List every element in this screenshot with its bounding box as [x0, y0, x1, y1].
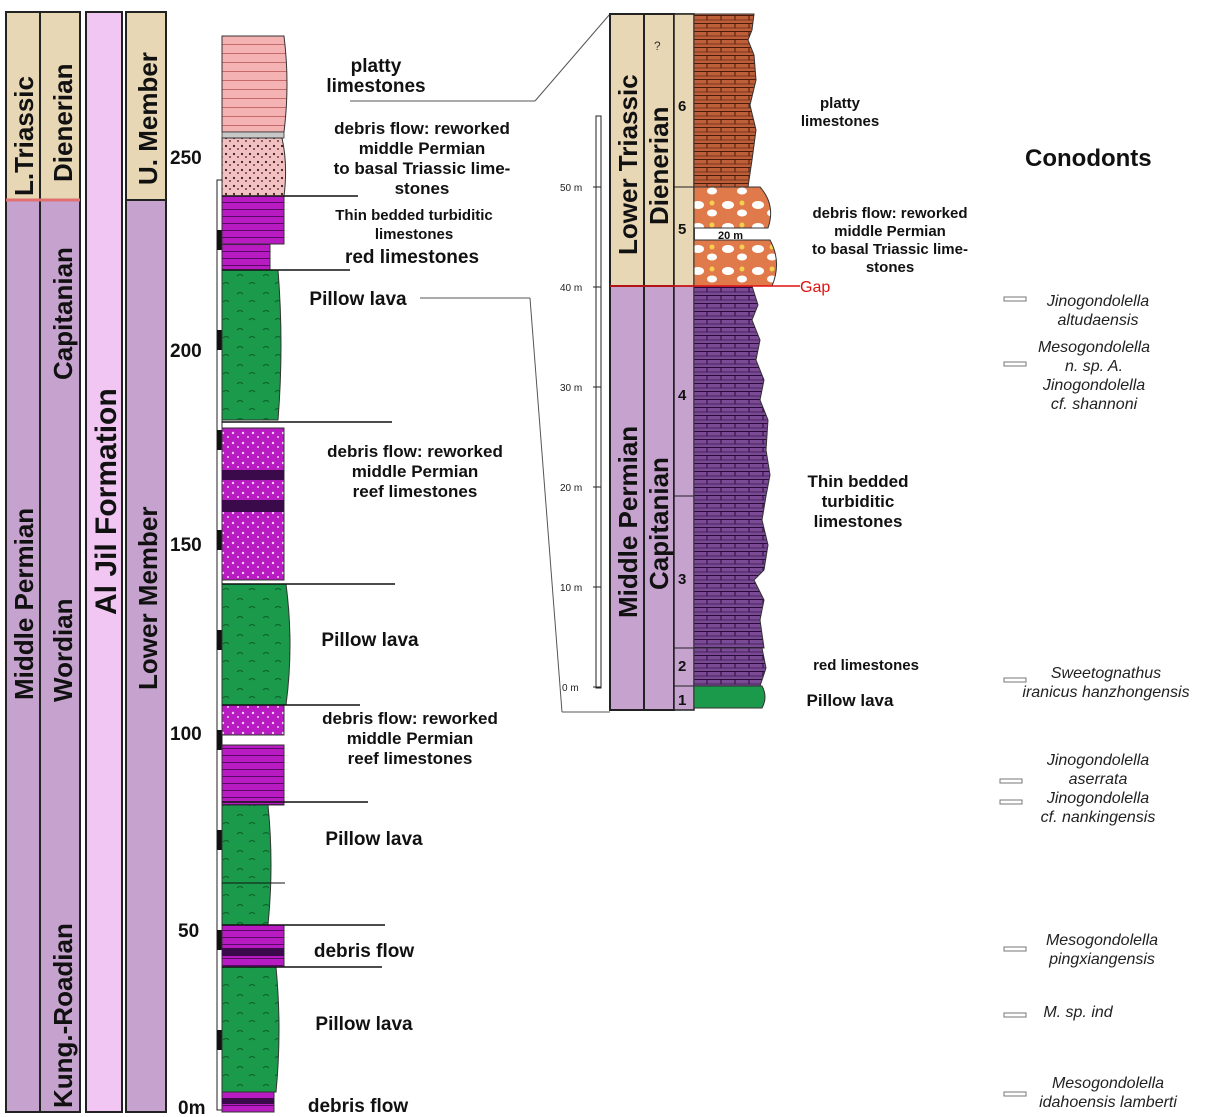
left-label-red: red limestones — [345, 247, 479, 268]
conodont-icon — [1003, 946, 1027, 952]
left-label-pillow-4: Pillow lava — [315, 1014, 413, 1035]
right-tick-40: 40 m — [560, 283, 582, 294]
left-label-pillow-3: Pillow lava — [325, 829, 423, 850]
system-band-triassic — [5, 11, 41, 201]
stage-band-permian — [39, 199, 81, 1113]
query-mark: ? — [654, 39, 661, 53]
conodont-icon — [1003, 1012, 1027, 1018]
left-label-debris-flow-2: debris flow — [308, 1096, 409, 1117]
right-lithology-column: 20 m — [693, 13, 777, 709]
stage-label-wordian: Wordian — [48, 598, 78, 702]
conodont-icon — [1003, 1091, 1027, 1097]
left-tick-250: 250 — [170, 148, 202, 169]
member-label-upper: U. Member — [133, 52, 163, 185]
right-label-pillow: Pillow lava — [807, 691, 894, 710]
right-scale: 50 m 40 m 30 m 20 m 10 m 0 m — [560, 115, 602, 694]
bed-number-1: 1 — [678, 692, 686, 709]
stage-label-capitanian: Capitanian — [48, 247, 78, 380]
bed-number-4: 4 — [678, 387, 687, 404]
formation-label: Al Jil Formation — [90, 388, 123, 615]
left-label-pillow-2: Pillow lava — [321, 630, 419, 651]
conodonts-title: Conodonts — [1025, 145, 1152, 172]
left-label-debris-flow-1: debris flow — [314, 941, 415, 962]
member-band-upper — [125, 11, 167, 201]
right-system-label-permian: Middle Permian — [613, 426, 643, 618]
right-tick-30: 30 m — [560, 383, 582, 394]
bed-number-3: 3 — [678, 571, 686, 588]
member-label-lower: Lower Member — [133, 507, 163, 691]
left-tick-0: 0m — [178, 1098, 205, 1117]
left-tick-200: 200 — [170, 341, 202, 362]
conodont-icon — [999, 778, 1023, 784]
gap-label: Gap — [800, 279, 830, 296]
stage-label-kung-roadian: Kung.-Roadian — [48, 923, 78, 1108]
inner-scale-label: 20 m — [718, 230, 743, 242]
right-system-label-triassic: Lower Triassic — [613, 74, 643, 255]
conodont-entry-6: M. sp. ind — [1043, 1004, 1113, 1021]
right-stage-label-dienerian: Dienerian — [644, 107, 674, 226]
bed-number-6: 6 — [678, 98, 686, 115]
stage-label-dienerian: Dienerian — [48, 64, 78, 183]
left-tick-50: 50 — [178, 921, 199, 942]
right-tick-50: 50 m — [560, 183, 582, 194]
left-scale: 250 200 150 100 50 0m — [170, 148, 223, 1117]
conodont-icon — [1003, 361, 1027, 367]
member-band-lower — [125, 199, 167, 1113]
right-label-red: red limestones — [813, 657, 919, 674]
right-tick-0: 0 m — [562, 683, 579, 694]
bed-number-5: 5 — [678, 221, 686, 238]
right-stage-band-capitanian — [643, 285, 675, 711]
left-tick-150: 150 — [170, 535, 202, 556]
bed-number-2: 2 — [678, 658, 686, 675]
left-label-pillow-1: Pillow lava — [309, 289, 407, 310]
conodont-icon — [1003, 677, 1027, 683]
left-tick-100: 100 — [170, 724, 202, 745]
right-stage-label-capitanian: Capitanian — [644, 457, 674, 590]
system-band-permian — [5, 199, 41, 1113]
right-tick-20: 20 m — [560, 483, 582, 494]
conodont-icon — [1003, 296, 1027, 302]
formation-band — [85, 11, 123, 1113]
system-label-triassic: L.Triassic — [9, 76, 39, 196]
conodont-icon — [999, 799, 1023, 805]
right-tick-10: 10 m — [560, 583, 582, 594]
system-label-permian: Middle Permian — [9, 508, 39, 700]
left-lithology-column — [221, 35, 395, 1113]
